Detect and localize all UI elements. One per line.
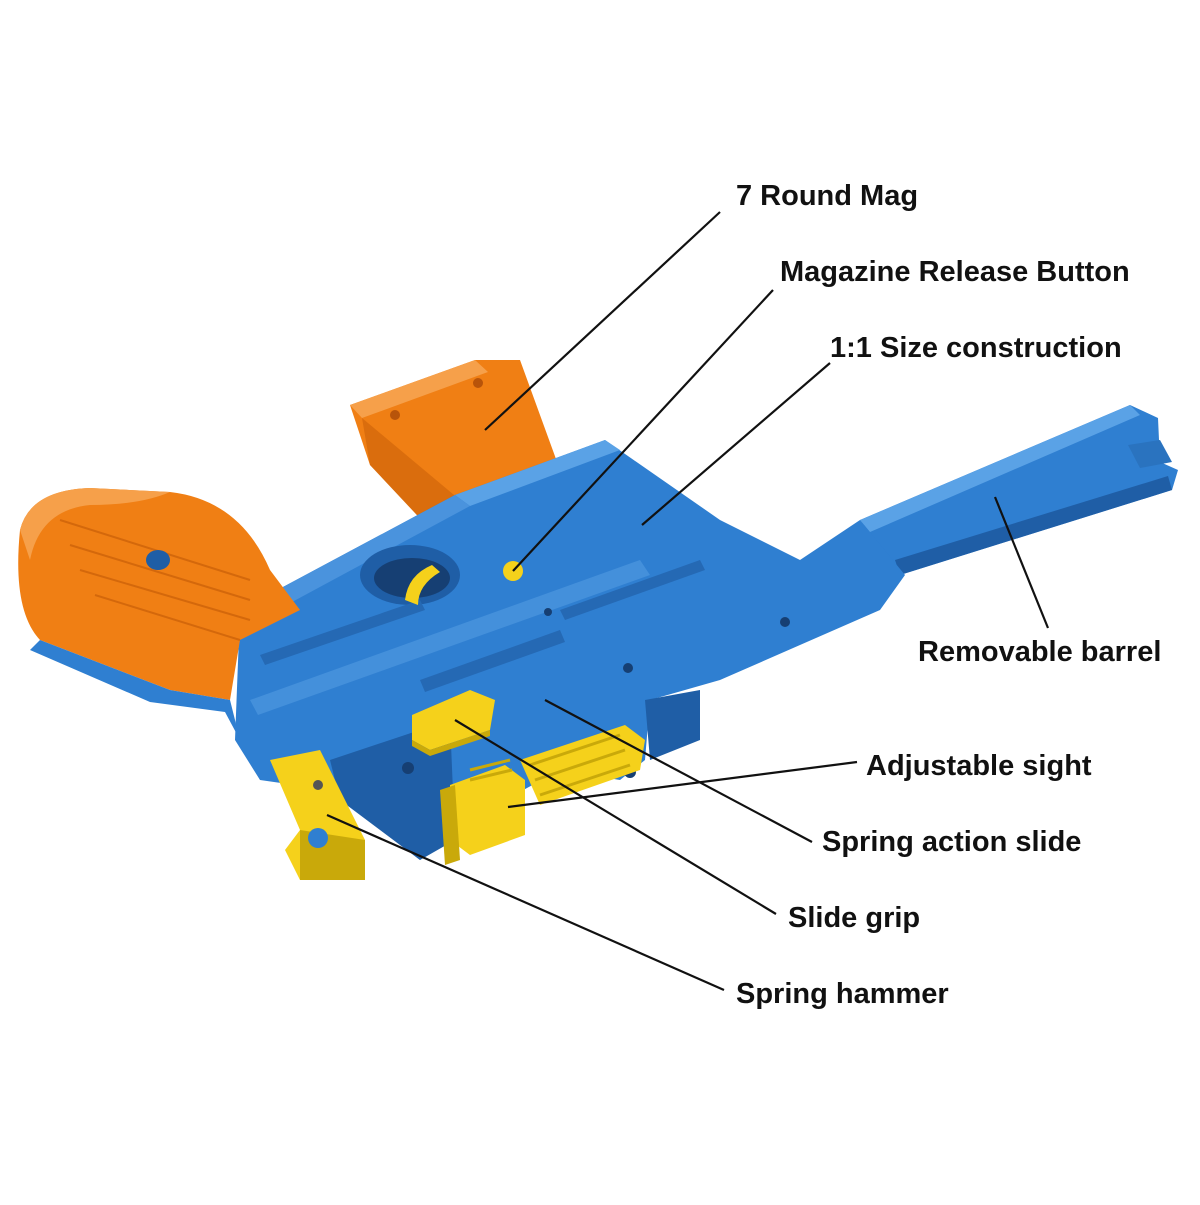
leader-spring-hammer	[326, 813, 725, 992]
label-removable-barrel: Removable barrel	[918, 636, 1162, 668]
leader-removable-barrel	[993, 496, 1050, 629]
slide-part	[440, 725, 645, 865]
label-mag-release: Magazine Release Button	[780, 256, 1130, 288]
slide-grip-part	[412, 690, 495, 756]
leader-mag-release	[512, 289, 774, 572]
leader-round-mag	[484, 211, 721, 431]
barrel	[860, 405, 1178, 575]
label-size-construction: 1:1 Size construction	[830, 332, 1122, 364]
label-spring-hammer: Spring hammer	[736, 978, 949, 1010]
label-round-mag: 7 Round Mag	[736, 180, 919, 212]
trigger	[405, 565, 440, 605]
spring-hammer	[270, 750, 365, 880]
leader-lines	[326, 211, 1050, 992]
label-adjustable-sight: Adjustable sight	[866, 750, 1092, 782]
grip	[18, 488, 300, 740]
leader-slide-grip	[454, 719, 777, 915]
leader-spring-action-slide	[544, 699, 813, 843]
label-spring-action-slide: Spring action slide	[822, 826, 1082, 858]
leader-adjustable-sight	[507, 760, 858, 809]
leader-size-construction	[641, 362, 831, 526]
label-slide-grip: Slide grip	[788, 902, 921, 934]
